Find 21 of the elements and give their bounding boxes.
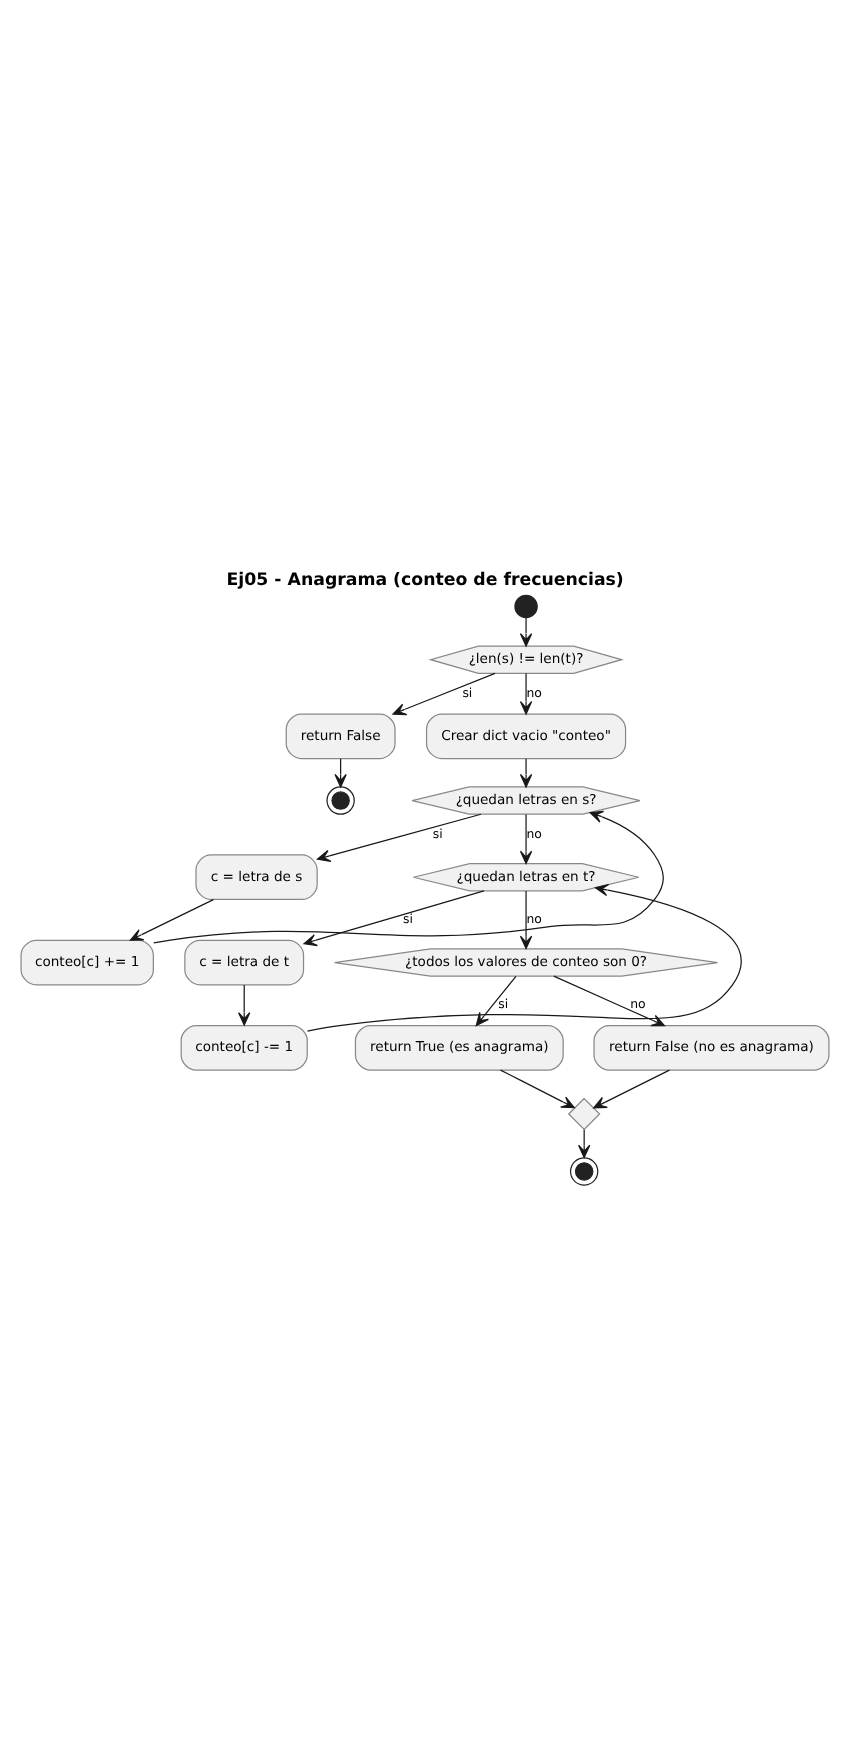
- arrow: [519, 812, 533, 864]
- arrow: [306, 882, 742, 1031]
- arrow: [519, 671, 533, 714]
- node-circle: [326, 785, 355, 814]
- arrow: [153, 809, 664, 943]
- arrow: [519, 616, 533, 646]
- arrow: [519, 889, 533, 949]
- arrow: [129, 897, 214, 940]
- arrow: [303, 889, 485, 946]
- diagram-title: Ej05 - Anagrama (conteo de frecuencias): [226, 569, 624, 590]
- arrow: [553, 974, 666, 1026]
- node-circle: [569, 1156, 599, 1185]
- arrow: [475, 974, 517, 1026]
- node-diamond: [567, 1096, 601, 1130]
- arrow: [593, 1068, 671, 1108]
- arrow: [392, 671, 496, 715]
- arrow: [519, 757, 533, 787]
- arrow: [238, 983, 251, 1025]
- arrow: [499, 1068, 575, 1108]
- arrow: [316, 812, 482, 861]
- node-circle: [514, 593, 538, 618]
